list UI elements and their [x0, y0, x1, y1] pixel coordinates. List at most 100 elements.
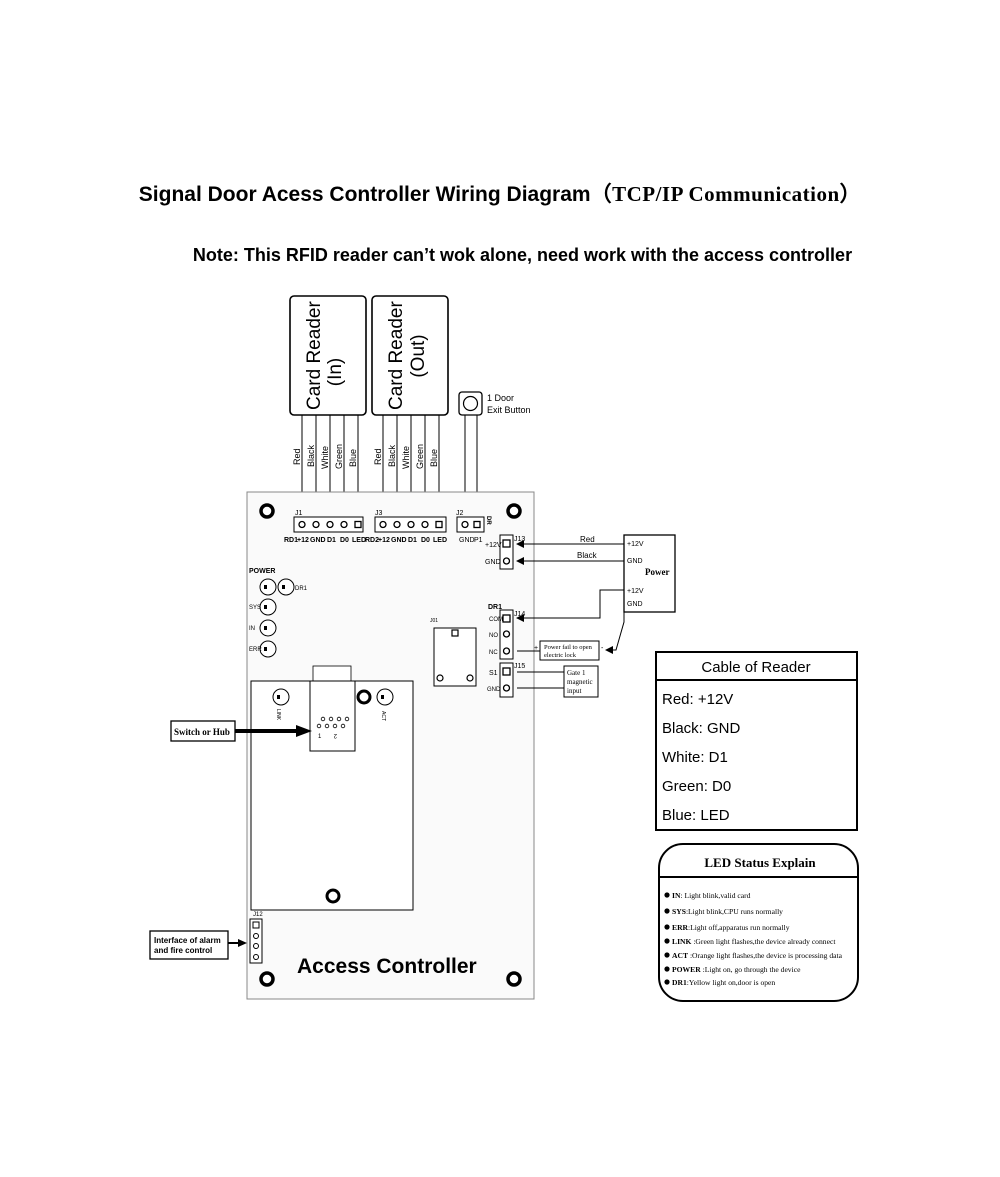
led-err-label: ERR — [249, 647, 262, 653]
svg-text:ACT :Orange light flashes,the: ACT :Orange light flashes,the device is … — [672, 951, 843, 960]
wire-label-red: Red — [292, 448, 302, 465]
svg-text:NC: NC — [489, 650, 498, 656]
connector-j12: J12 — [249, 912, 263, 964]
rj45-pin-1: 1 — [318, 734, 322, 740]
svg-text:D0: D0 — [421, 537, 430, 544]
relay-j01: J01 — [430, 618, 477, 687]
svg-text:DR1: DR1 — [488, 604, 502, 611]
cable-row-green: Green: D0 — [662, 778, 731, 795]
wire-label-green: Green — [415, 444, 425, 469]
svg-text:+12: +12 — [297, 537, 309, 544]
svg-text:POWER :Light on, go through th: POWER :Light on, go through the device — [672, 965, 801, 974]
wire-labels-out: Red Black White Green Blue — [373, 444, 439, 469]
svg-text:J1: J1 — [295, 510, 303, 517]
status-leds: POWER DR1 SYS IN ERR — [249, 568, 308, 658]
cable-of-reader-table: Cable of Reader Red: +12V Black: GND Whi… — [655, 651, 858, 831]
svg-text:LINK :Green light flashes,the: LINK :Green light flashes,the device alr… — [672, 937, 836, 946]
svg-text:GND: GND — [391, 537, 407, 544]
diagram-title: Signal Door Acess Controller Wiring Diag… — [0, 178, 1000, 208]
svg-text:GND: GND — [485, 559, 501, 566]
network-module: 1 2 LINK ACT — [250, 665, 414, 911]
cable-row-black: Black: GND — [662, 720, 741, 737]
card-reader-in: Card Reader (In) — [289, 295, 367, 416]
connector-j1: J1 RD1 +12 GND D1 D0 LED — [284, 510, 366, 544]
led-status-list: IN: Light blink,valid card SYS:Light bli… — [664, 891, 843, 987]
svg-text:+12V: +12V — [485, 542, 502, 549]
svg-text:GND: GND — [627, 601, 643, 608]
svg-text:J3: J3 — [375, 510, 383, 517]
exit-button-line1: 1 Door — [487, 393, 514, 403]
electric-lock: Power fail to open electric lock + - — [517, 640, 604, 661]
svg-text:GND: GND — [310, 537, 326, 544]
gate-magnetic-input: Gate 1 magnetic input — [517, 665, 599, 698]
power-wire-red: Red — [580, 535, 595, 544]
svg-text:-: - — [601, 645, 604, 652]
led-act-label: ACT — [380, 711, 386, 721]
led-status-item: ERR:Light off,apparatus run normally — [664, 923, 790, 932]
wire-label-blue: Blue — [348, 449, 358, 467]
wire-label-green: Green — [334, 444, 344, 469]
svg-text:LED: LED — [433, 537, 447, 544]
svg-text:J2: J2 — [456, 510, 464, 517]
wire-label-white: White — [401, 446, 411, 469]
svg-text:+: + — [534, 645, 538, 652]
wire-label-black: Black — [306, 444, 316, 467]
svg-text:+12: +12 — [378, 537, 390, 544]
switch-hub-label: Switch or Hub — [174, 727, 230, 737]
led-status-item: SYS:Light blink,CPU runs normally — [664, 907, 783, 916]
title-suffix: （TCP/IP Communication） — [590, 182, 862, 206]
led-status-item: LINK :Green light flashes,the device alr… — [664, 937, 836, 946]
svg-text:D0: D0 — [340, 537, 349, 544]
svg-text:DR1:Yellow light on,door is op: DR1:Yellow light on,door is open — [672, 978, 775, 987]
svg-text:LED: LED — [352, 537, 366, 544]
alarm-line2: and fire control — [154, 946, 212, 955]
card-reader-out: Card Reader (Out) — [371, 295, 449, 416]
connector-j15: J15 S1 GND — [487, 662, 525, 698]
power-label: Power — [645, 567, 670, 577]
power-supply: +12V GND Power +12V GND Red Black — [516, 534, 676, 654]
connector-j3: J3 RD2 +12 GND D1 D0 LED — [365, 510, 447, 544]
reader-out-line1: Card Reader — [386, 301, 407, 410]
svg-text:J13: J13 — [514, 536, 525, 543]
cable-row-white: White: D1 — [662, 749, 728, 766]
svg-text:GND: GND — [627, 558, 643, 565]
svg-text:J15: J15 — [514, 663, 525, 670]
svg-text:+12V: +12V — [627, 588, 644, 595]
led-status-title: LED Status Explain — [704, 855, 816, 870]
svg-text:GND: GND — [459, 537, 475, 544]
power-wire-black: Black — [577, 551, 598, 560]
svg-text:DR: DR — [485, 516, 491, 525]
led-sys-label: SYS — [249, 605, 261, 611]
cable-row-red: Red: +12V — [662, 691, 733, 708]
svg-text:COM: COM — [489, 617, 503, 623]
svg-text:J01: J01 — [430, 618, 438, 624]
reader-in-line1: Card Reader — [304, 301, 325, 410]
svg-text:RD2: RD2 — [365, 537, 379, 544]
wire-label-black: Black — [387, 444, 397, 467]
wire-label-blue: Blue — [429, 449, 439, 467]
led-status-item: IN: Light blink,valid card — [664, 891, 751, 900]
cable-row-blue: Blue: LED — [662, 807, 730, 824]
reader-in-line2: (In) — [325, 358, 346, 387]
svg-text:+12V: +12V — [627, 541, 644, 548]
svg-text:SYS:Light blink,CPU runs norma: SYS:Light blink,CPU runs normally — [672, 907, 783, 916]
connector-j13: J13 +12V GND — [485, 534, 525, 570]
svg-text:ERR:Light off,apparatus run no: ERR:Light off,apparatus run normally — [672, 923, 790, 932]
svg-text:D1: D1 — [327, 537, 336, 544]
svg-text:S1: S1 — [489, 670, 498, 677]
led-dr1-label: DR1 — [295, 586, 308, 592]
wire-labels-in: Red Black White Green Blue — [292, 444, 358, 469]
led-status-item: DR1:Yellow light on,door is open — [664, 978, 775, 987]
note-text: Note: This RFID reader can’t wok alone, … — [192, 245, 853, 265]
alarm-interface: Interface of alarm and fire control — [149, 930, 247, 960]
svg-text:J12: J12 — [253, 912, 263, 918]
mounting-holes — [259, 503, 522, 987]
cable-table-title: Cable of Reader — [701, 659, 810, 676]
led-status-item: ACT :Orange light flashes,the device is … — [664, 951, 843, 960]
svg-text:GND: GND — [487, 687, 501, 693]
switch-hub: Switch or Hub — [170, 720, 312, 742]
led-power-label: POWER — [249, 568, 275, 575]
wire-label-red: Red — [373, 448, 383, 465]
led-in-label: IN — [249, 626, 255, 632]
title-main: Signal Door Acess Controller Wiring Diag… — [138, 183, 591, 206]
